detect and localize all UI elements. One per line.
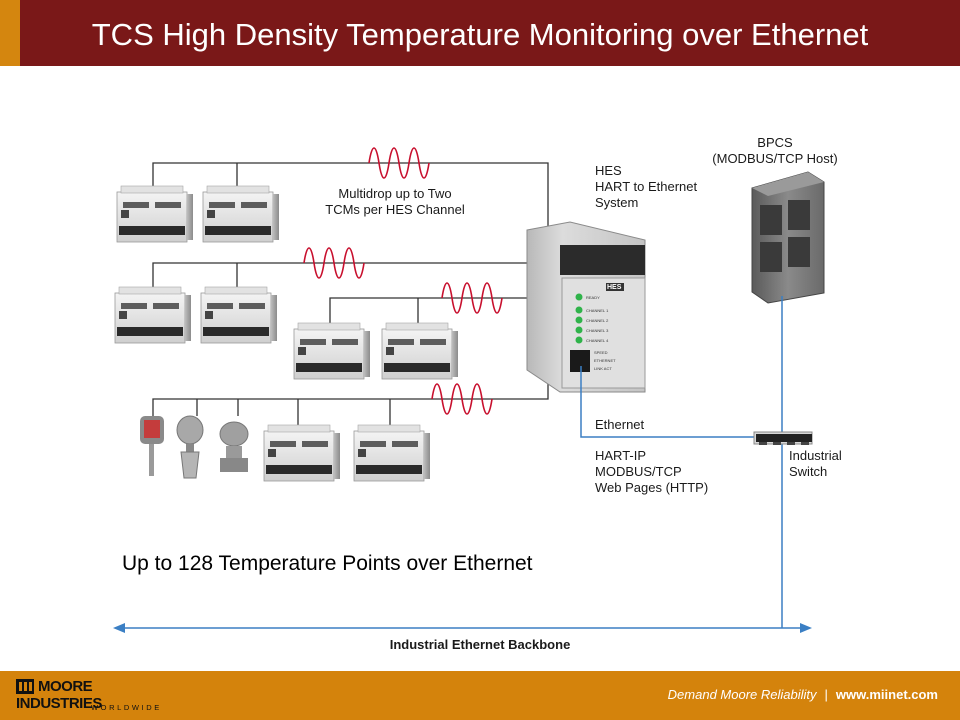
bpcs-label: BPCS (MODBUS/TCP Host) xyxy=(700,135,850,167)
temperature-points-caption: Up to 128 Temperature Points over Ethern… xyxy=(122,552,533,575)
multidrop-label-line1: Multidrop up to Two xyxy=(338,186,452,201)
protocols-label: HART-IP MODBUS/TCP Web Pages (HTTP) xyxy=(595,448,708,496)
hes-panel-label: HES xyxy=(607,284,622,291)
footer-bar xyxy=(0,671,960,720)
logo-text-industries: INDUSTRIES xyxy=(16,695,102,712)
hes-led-label-4: CHANNEL 3 xyxy=(586,328,609,333)
hes-led-label-3: CHANNEL 2 xyxy=(586,318,609,323)
tcm-module-4 xyxy=(200,286,278,344)
bpcs-label-line2: (MODBUS/TCP Host) xyxy=(712,151,838,166)
slide-title: TCS High Density Temperature Monitoring … xyxy=(91,17,869,52)
protocol-web-pages: Web Pages (HTTP) xyxy=(595,480,709,495)
tcm-module-5 xyxy=(293,322,371,380)
ethernet-backbone-arrow xyxy=(113,623,812,633)
protocol-modbus-tcp: MODBUS/TCP xyxy=(595,464,682,479)
backbone-label: Industrial Ethernet Backbone xyxy=(389,637,571,652)
protocol-hart-ip: HART-IP xyxy=(595,448,647,463)
industrial-switch-icon xyxy=(753,431,813,445)
hes-port-label-3: LINK ACT xyxy=(594,366,612,371)
bpcs-host-icon xyxy=(751,171,825,304)
logo-text-worldwide: WORLDWIDE xyxy=(91,703,162,712)
ethernet-label: Ethernet xyxy=(595,417,645,432)
footer-slogan: Demand Moore Reliability xyxy=(667,687,817,702)
tcm-module-1 xyxy=(116,185,194,243)
hes-label-line2: HART to Ethernet xyxy=(595,179,698,194)
tcm-module-3 xyxy=(114,286,192,344)
tcm-module-7 xyxy=(263,424,341,482)
hes-label-line1: HES xyxy=(595,163,622,178)
radar-level-transmitter-icon xyxy=(176,415,204,479)
footer-website-link[interactable]: www.miinet.com xyxy=(835,687,938,702)
hes-label-line3: System xyxy=(595,195,639,210)
tcm-module-2 xyxy=(202,185,280,243)
hes-led-label-5: CHANNEL 4 xyxy=(586,338,609,343)
bpcs-label-line1: BPCS xyxy=(757,135,793,150)
hes-port-label-1: SPEED xyxy=(594,350,608,355)
title-bar-accent xyxy=(0,0,20,66)
hes-label: HES HART to Ethernet System xyxy=(595,163,697,211)
switch-label-line2: Switch xyxy=(789,464,828,479)
logo-text-moore: MOORE xyxy=(38,678,93,695)
tcm-module-6 xyxy=(381,322,459,380)
hes-unit xyxy=(526,221,646,393)
hes-port-label-2: ETHERNET xyxy=(594,358,616,363)
switch-label: Industrial Switch xyxy=(789,448,842,480)
multidrop-label: Multidrop up to Two TCMs per HES Channel xyxy=(310,186,480,218)
switch-label-line1: Industrial xyxy=(789,448,842,463)
pressure-transmitter-icon xyxy=(219,421,249,472)
tcm-module-8 xyxy=(353,424,431,482)
temperature-transmitter-icon xyxy=(140,416,164,476)
hes-led-label-1: READY xyxy=(586,295,600,300)
title-bar xyxy=(0,0,960,66)
ethernet-lines xyxy=(580,296,783,628)
hes-led-label-2: CHANNEL 1 xyxy=(586,308,609,313)
footer-separator: | xyxy=(824,687,828,702)
footer-tagline: Demand Moore Reliability | www.miinet.com xyxy=(668,687,938,702)
multidrop-label-line2: TCMs per HES Channel xyxy=(325,202,465,217)
